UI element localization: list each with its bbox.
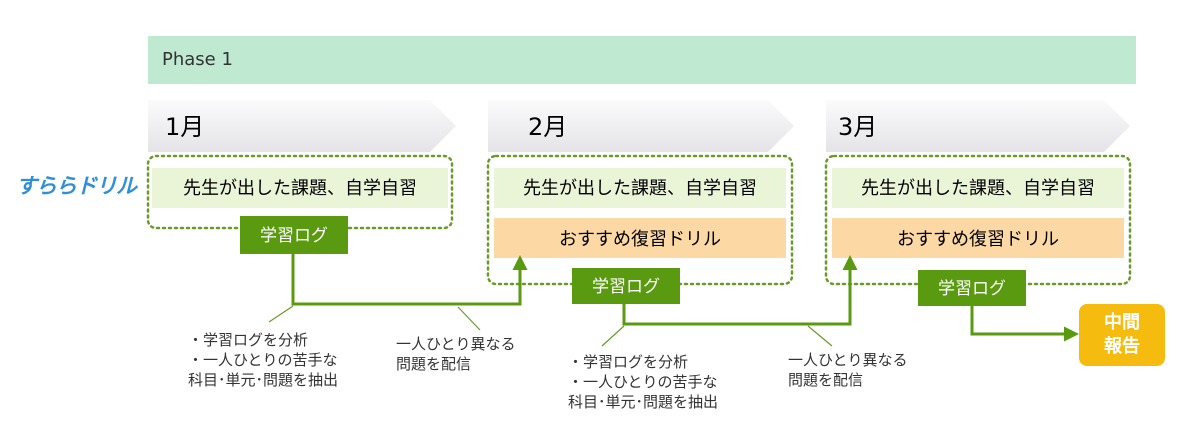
orange-band-label-2: おすすめ復習ドリル	[559, 229, 721, 250]
log-label-3: 学習ログ	[938, 279, 1006, 299]
month-chevron-3	[826, 100, 1130, 152]
report-line-1: 中間	[1104, 312, 1140, 333]
annotation-1: ・学習ログを分析 ・一人ひとりの苦手な 科目･単元･問題を抽出	[188, 330, 338, 390]
phase-bar: Phase 1	[148, 36, 1136, 84]
annotation-2-line-2: 問題を配信	[396, 355, 472, 373]
annotation-2-line-1: 一人ひとり異なる	[396, 335, 516, 353]
green-band-label-2: 先生が出した課題、自学自習	[523, 178, 757, 199]
annotation-3: ・学習ログを分析 ・一人ひとりの苦手な 科目･単元･問題を抽出	[568, 352, 718, 412]
annotation-4-line-1: 一人ひとり異なる	[788, 351, 908, 369]
month-label-3: 3月	[838, 113, 877, 141]
log-box-3	[918, 270, 1026, 306]
green-band-3	[832, 168, 1124, 208]
annotation-1-line-3: 科目･単元･問題を抽出	[188, 371, 339, 389]
green-band-label-1: 先生が出した課題、自学自習	[183, 178, 417, 199]
annotation-3-line-2: ・一人ひとりの苦手な	[568, 373, 718, 391]
log-label-2: 学習ログ	[592, 277, 660, 297]
month-chevron-1	[148, 100, 456, 152]
callout-line-1	[268, 305, 294, 323]
orange-band-2	[494, 218, 786, 258]
annotation-3-line-3: 科目･単元･問題を抽出	[568, 393, 719, 411]
orange-band-label-3: おすすめ復習ドリル	[897, 229, 1059, 250]
connector-arrow-2	[622, 255, 858, 326]
annotation-1-line-1: ・学習ログを分析	[188, 331, 309, 349]
annotation-1-line-2: ・一人ひとりの苦手な	[188, 351, 338, 369]
month-label-2: 2月	[528, 113, 567, 141]
month-chevron-2	[488, 100, 794, 152]
callout-line-3	[601, 325, 625, 347]
connector-arrow-3	[970, 306, 1079, 342]
surara-drill-logo: すららドリル	[16, 174, 137, 198]
interim-report-badge: 中間 報告	[1079, 304, 1165, 366]
callout-line-2	[457, 306, 481, 331]
report-line-2: 報告	[1104, 336, 1140, 357]
callout-line-4	[807, 325, 833, 347]
log-box-2	[572, 268, 680, 304]
connector-arrow-1	[291, 254, 528, 306]
phase-label: Phase 1	[162, 49, 233, 70]
annotation-4-line-2: 問題を配信	[788, 371, 864, 389]
green-band-label-3: 先生が出した課題、自学自習	[861, 178, 1095, 199]
annotation-2: 一人ひとり異なる 問題を配信	[396, 334, 516, 374]
orange-band-3	[832, 218, 1124, 258]
green-band-1	[152, 168, 448, 208]
month-label-1: 1月	[165, 113, 204, 141]
log-box-1	[240, 216, 348, 254]
annotation-3-line-1: ・学習ログを分析	[568, 353, 689, 371]
green-band-2	[494, 168, 786, 208]
annotation-4: 一人ひとり異なる 問題を配信	[788, 350, 908, 390]
log-label-1: 学習ログ	[260, 226, 328, 246]
